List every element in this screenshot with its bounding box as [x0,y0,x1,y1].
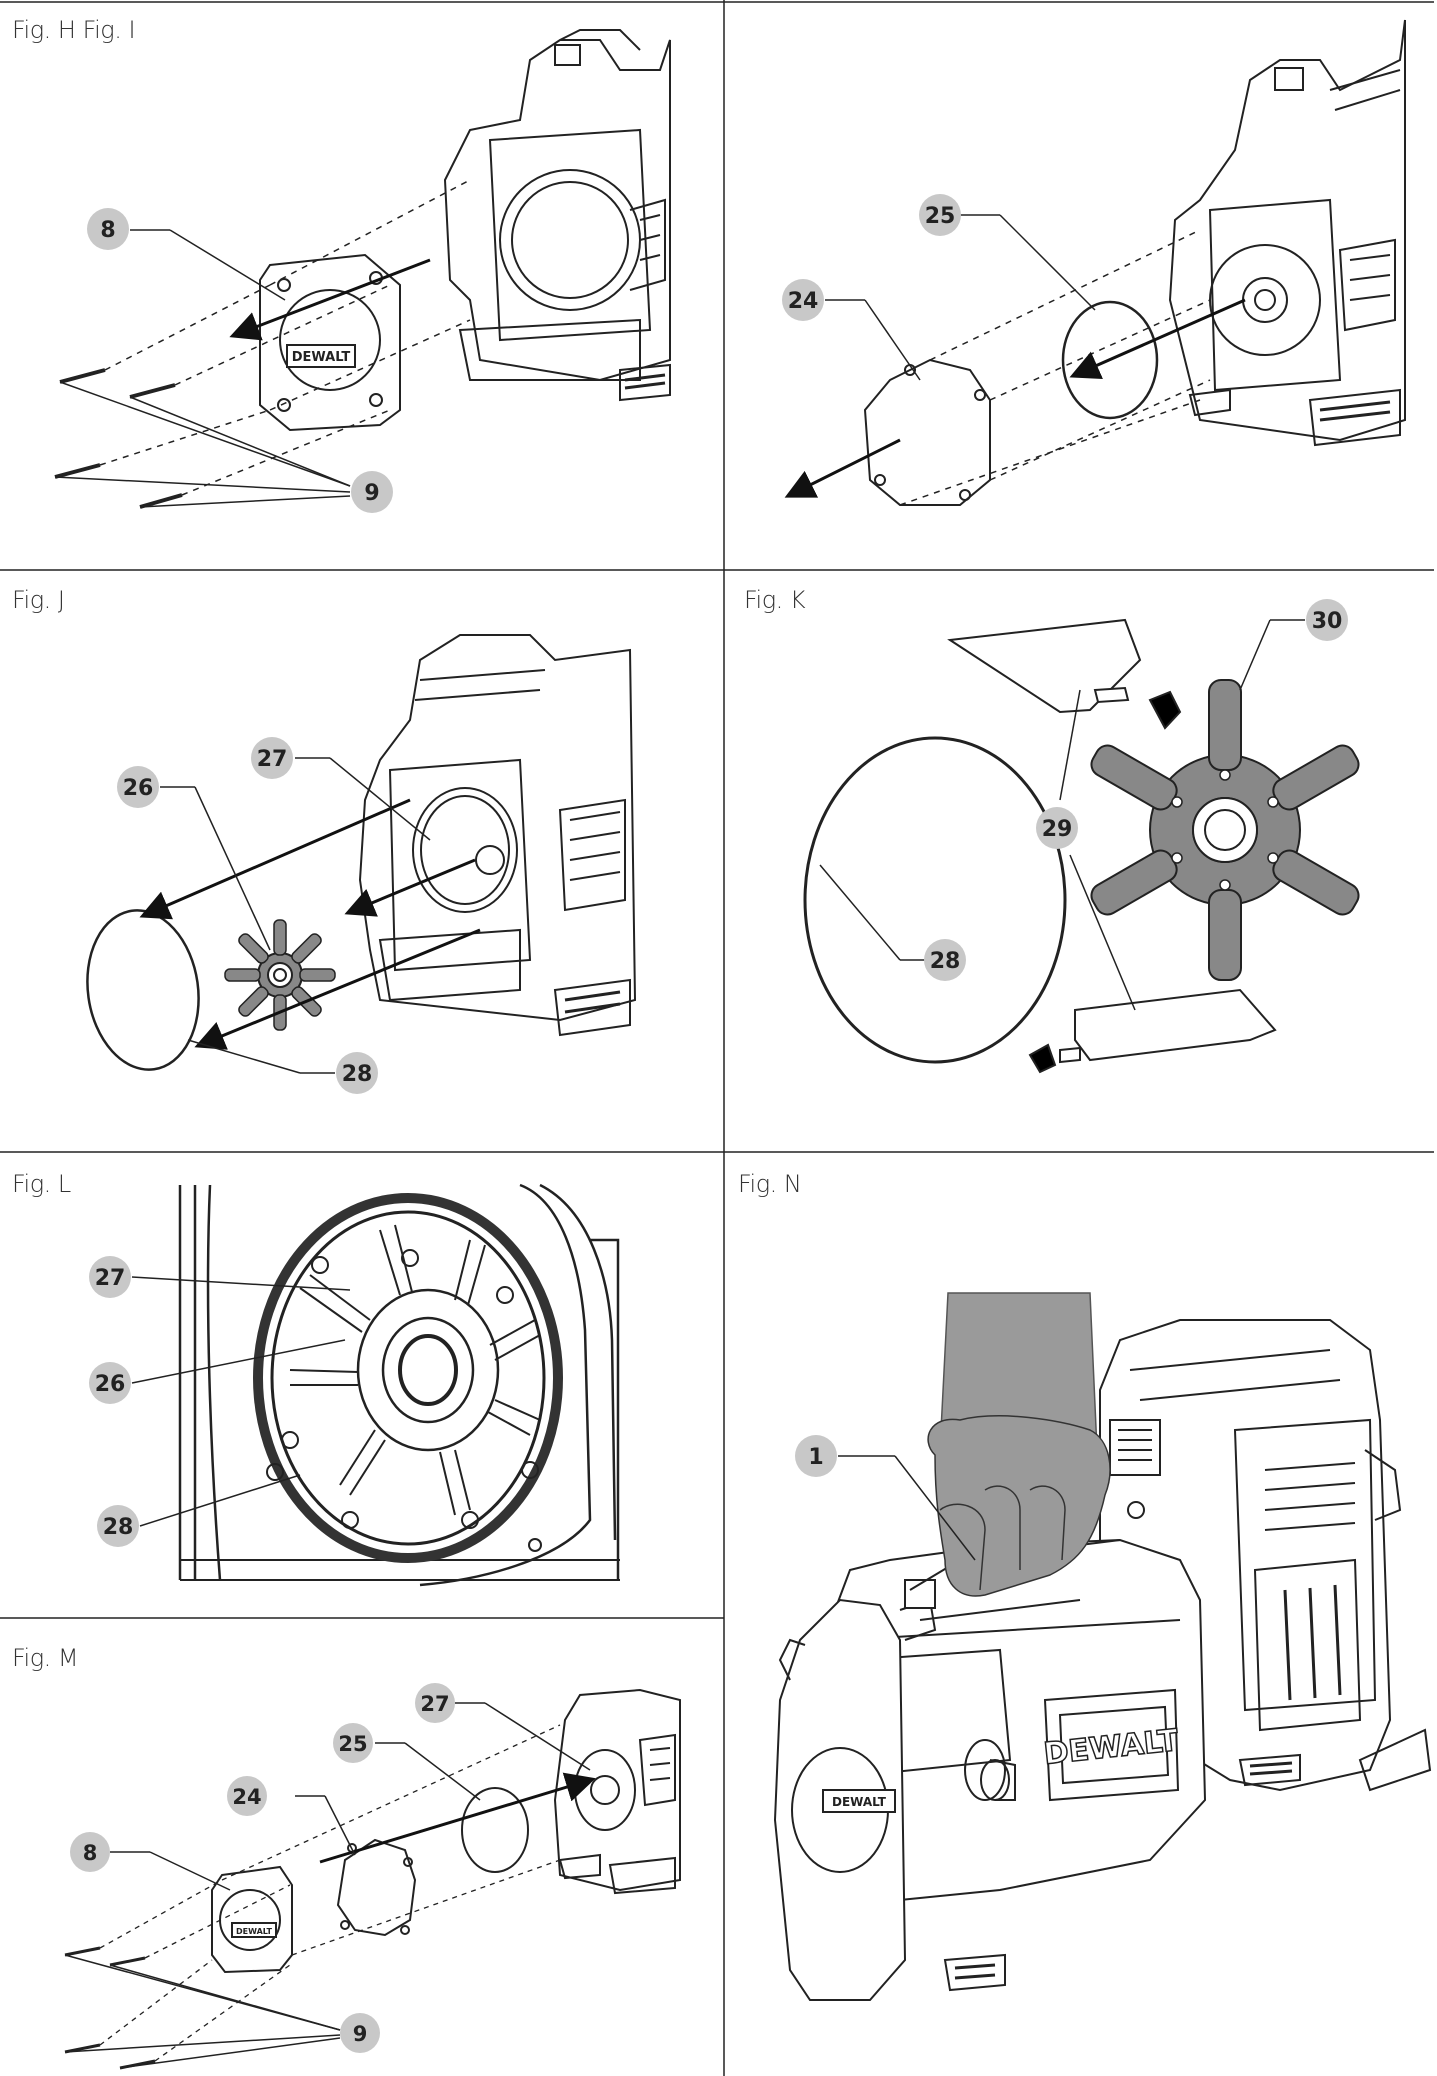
svg-text:28: 28 [930,949,961,974]
callout-j-27: 27 [251,737,293,779]
svg-text:24: 24 [788,289,819,314]
svg-text:27: 27 [420,1692,449,1716]
figure-j-label: Fig. J [12,586,65,614]
figure-k-illustration [803,618,1360,1074]
callout-h-8: 8 [87,208,129,250]
svg-text:24: 24 [232,1785,261,1809]
svg-text:29: 29 [1042,817,1073,842]
callout-k-29: 29 [1036,807,1078,849]
callout-m-25: 25 [333,1723,373,1763]
callout-n-1: 1 [795,1435,837,1477]
callout-h-9: 9 [351,471,393,513]
svg-text:25: 25 [925,204,956,229]
dewalt-logo-front: DEWALT [832,1795,887,1809]
svg-text:27: 27 [257,747,288,772]
callout-j-28: 28 [336,1052,378,1094]
svg-text:26: 26 [123,776,154,801]
callout-m-9: 9 [340,2013,380,2053]
dewalt-logo-small: DEWALT [236,1927,273,1936]
callout-l-28: 28 [97,1505,139,1547]
svg-text:9: 9 [353,2022,368,2046]
svg-text:8: 8 [83,1841,98,1865]
svg-text:25: 25 [338,1732,367,1756]
figure-h-i-label: Fig. H Fig. I [12,16,136,44]
svg-text:26: 26 [95,1372,126,1397]
figure-l-illustration [131,1183,620,1587]
callout-l-27: 27 [89,1256,131,1298]
figure-i-illustration [784,19,1406,506]
callout-i-25: 25 [919,194,961,236]
svg-text:28: 28 [342,1062,373,1087]
figure-k-label: Fig. K [744,586,806,614]
dewalt-logo: DEWALT [292,350,351,365]
callout-m-8: 8 [70,1832,110,1872]
callout-m-24: 24 [227,1776,267,1816]
svg-text:9: 9 [364,481,379,506]
figure-j-illustration [86,634,637,1074]
figure-m-label: Fig. M [12,1644,79,1672]
svg-text:1: 1 [808,1445,823,1470]
callout-j-26: 26 [117,766,159,808]
figure-m-illustration: DEWALT [64,1688,681,2070]
figure-h-illustration: DEWALT [54,29,671,509]
callout-l-26: 26 [89,1362,131,1404]
svg-text:8: 8 [100,218,115,243]
figure-n-illustration: DEWALT DEWALT [773,1292,1432,2001]
figure-l-label: Fig. L [12,1170,71,1198]
callout-i-24: 24 [782,279,824,321]
svg-text:27: 27 [95,1266,126,1291]
callout-k-28: 28 [924,939,966,981]
figure-n-label: Fig. N [738,1170,802,1198]
svg-text:30: 30 [1312,609,1343,634]
svg-text:28: 28 [103,1515,134,1540]
callout-k-30: 30 [1306,599,1348,641]
callout-m-27: 27 [415,1683,455,1723]
